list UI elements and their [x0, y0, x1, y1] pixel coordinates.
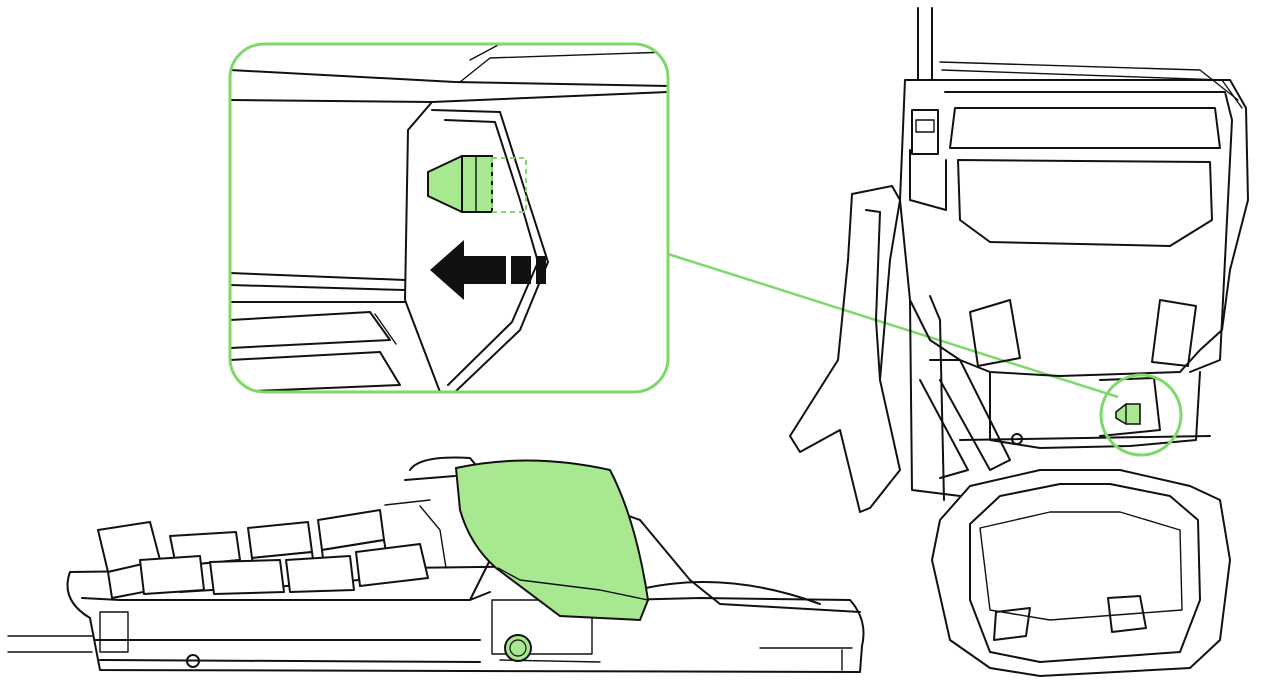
- thumb-rest-pad: [454, 459, 650, 622]
- zoomed-device-detail: [230, 44, 668, 392]
- slider-peg-top-view: [1115, 403, 1141, 425]
- slider-target-dashed: [491, 157, 527, 213]
- arrow-left-icon: [430, 240, 546, 300]
- keypad-keys: [97, 499, 447, 599]
- callout-highlight-circle: [1099, 373, 1183, 457]
- keypad-top-view: [789, 7, 1249, 677]
- magnified-detail-panel: [228, 42, 670, 394]
- callout-connector-line: [667, 252, 1119, 399]
- keypad-side-view: [7, 456, 865, 673]
